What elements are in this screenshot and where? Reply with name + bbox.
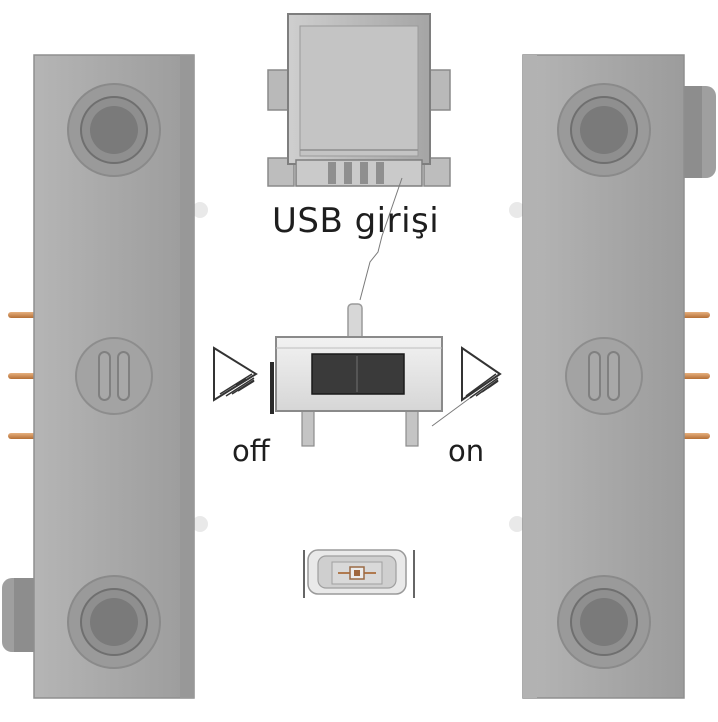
usb-callout-line: [359, 177, 403, 301]
usb-port: [267, 13, 451, 187]
pin: [680, 312, 710, 318]
pin: [8, 433, 38, 439]
on-label: on: [448, 434, 485, 468]
pin: [8, 373, 38, 379]
right-connector-block: [522, 54, 716, 699]
pin: [680, 373, 710, 379]
left-connector-block: [2, 54, 195, 699]
power-switch[interactable]: [270, 303, 471, 447]
smd-component: [303, 549, 415, 598]
board-notch: [509, 202, 525, 218]
pin: [8, 312, 38, 318]
arrow-left-icon: [213, 346, 258, 402]
board-notch: [192, 202, 208, 218]
board-notch: [509, 516, 525, 532]
usb-input-label: USB girişi: [272, 201, 440, 241]
board-notch: [192, 516, 208, 532]
pin: [680, 433, 710, 439]
arrow-right-icon: [461, 346, 502, 402]
off-label: off: [232, 434, 270, 468]
